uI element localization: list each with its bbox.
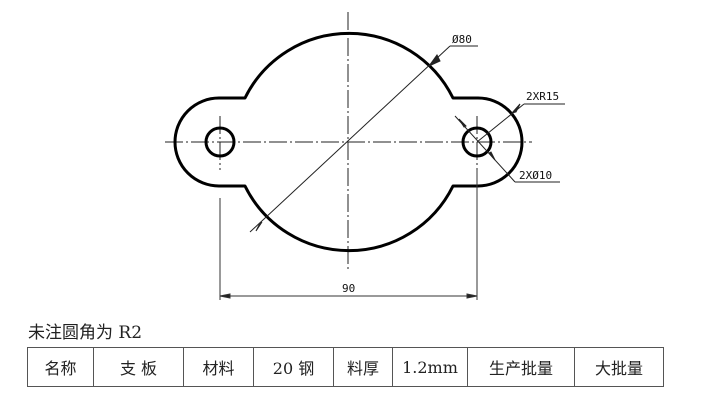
label-material: 材料: [183, 347, 254, 387]
value-name: 支 板: [93, 347, 184, 387]
fillet-note: 未注圆角为 R2: [28, 323, 143, 343]
part-drawing: Ø80 2XR15 2XØ10 90: [165, 12, 565, 300]
spec-table: 名称 支 板 材料 20 钢 料厚 1.2mm 生产批量 大批量: [27, 347, 664, 387]
right-hole: [461, 126, 493, 158]
table-row: 名称 支 板 材料 20 钢 料厚 1.2mm 生产批量 大批量: [27, 347, 664, 387]
center-distance-label: 90: [342, 282, 355, 295]
center-distance-dimension: [219, 170, 478, 300]
label-name: 名称: [27, 347, 94, 387]
label-thickness: 料厚: [333, 347, 393, 387]
main-diameter-label: Ø80: [452, 33, 472, 46]
value-thickness: 1.2mm: [392, 347, 468, 387]
hole-leader: [454, 115, 560, 183]
hole-diameter-label: 2XØ10: [519, 169, 552, 182]
label-batch: 生产批量: [467, 347, 575, 387]
diameter-leader: [249, 45, 478, 233]
value-batch: 大批量: [574, 347, 664, 387]
ear-radius-label: 2XR15: [526, 90, 559, 103]
left-hole: [204, 126, 236, 158]
centerlines: [165, 12, 532, 270]
value-material: 20 钢: [253, 347, 334, 387]
radius-leader: [476, 103, 565, 143]
part-outline: [173, 31, 524, 253]
